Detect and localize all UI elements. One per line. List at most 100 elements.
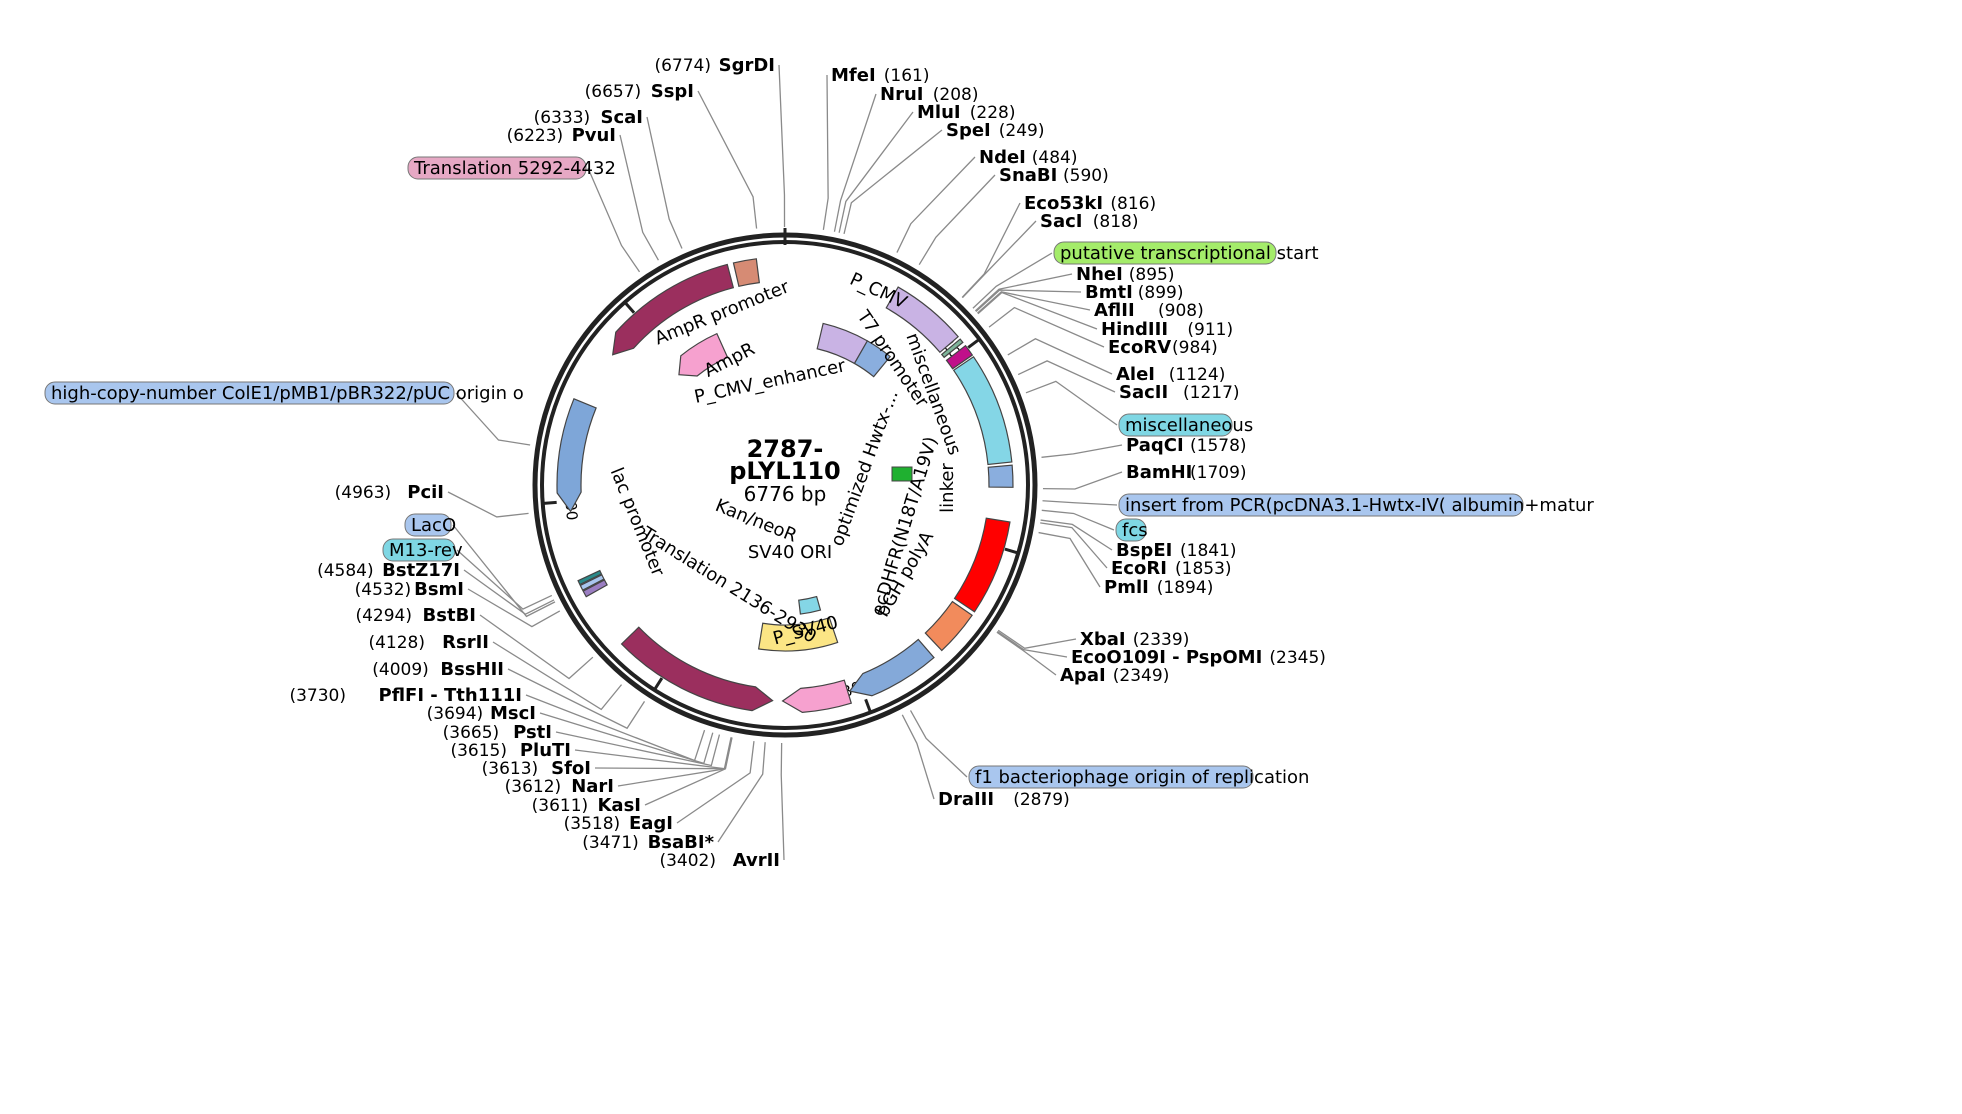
enzyme-site[interactable]: BsaBI*(3471)	[582, 832, 714, 853]
enzyme-name[interactable]: EcoRI	[1111, 558, 1167, 579]
enzyme-name[interactable]: PstI	[513, 722, 552, 743]
enzyme-name[interactable]: BstBI	[423, 605, 476, 626]
enzyme-name[interactable]: HindIII	[1101, 319, 1168, 340]
enzyme-name[interactable]: MfeI	[831, 65, 876, 86]
enzyme-name[interactable]: AflII	[1094, 300, 1135, 321]
enzyme-site[interactable]: DraIII(2879)	[938, 789, 1070, 810]
enzyme-site[interactable]: NheI(895)	[1076, 264, 1175, 285]
enzyme-name[interactable]: PmlI	[1104, 577, 1149, 598]
enzyme-name[interactable]: SfoI	[551, 758, 591, 779]
leader-line	[447, 491, 529, 518]
enzyme-name[interactable]: NarI	[571, 776, 614, 797]
enzyme-name[interactable]: BsaBI*	[648, 832, 715, 853]
enzyme-name[interactable]: DraIII	[938, 789, 994, 810]
enzyme-name[interactable]: SspI	[651, 81, 694, 102]
enzyme-name[interactable]: AvrII	[733, 850, 780, 871]
enzyme-name[interactable]: NdeI	[979, 147, 1026, 168]
enzyme-site[interactable]: AflII(908)	[1094, 300, 1204, 321]
enzyme-site[interactable]: MscI(3694)	[427, 703, 536, 724]
enzyme-site[interactable]: EcoO109I - PspOMI(2345)	[1071, 647, 1326, 668]
enzyme-site[interactable]: EcoRV(984)	[1108, 337, 1218, 358]
enzyme-name[interactable]: SacI	[1040, 211, 1082, 232]
enzyme-site[interactable]: SpeI(249)	[946, 120, 1045, 141]
enzyme-name[interactable]: MscI	[490, 703, 536, 724]
enzyme-site[interactable]: RsrII(4128)	[368, 632, 489, 653]
enzyme-site[interactable]: ScaI(6333)	[534, 107, 643, 128]
enzyme-name[interactable]: SgrDI	[719, 55, 775, 76]
enzyme-name[interactable]: PflFI - Tth111I	[379, 685, 523, 706]
enzyme-name[interactable]: BssHII	[440, 659, 504, 680]
enzyme-name[interactable]: AleI	[1116, 364, 1155, 385]
enzyme-site[interactable]: PmlI(1894)	[1104, 577, 1213, 598]
feature-pill[interactable]: M13-rev	[382, 538, 463, 562]
enzyme-site[interactable]: NdeI(484)	[979, 147, 1078, 168]
enzyme-site[interactable]: BsmI(4532)	[355, 579, 464, 600]
feature-pill[interactable]: f1 bacteriophage origin of replication	[968, 765, 1309, 789]
enzyme-site[interactable]: HindIII(911)	[1101, 319, 1233, 340]
enzyme-name[interactable]: EcoO109I - PspOMI	[1071, 647, 1262, 668]
enzyme-site[interactable]: MfeI(161)	[831, 65, 930, 86]
enzyme-name[interactable]: KasI	[597, 795, 641, 816]
enzyme-site[interactable]: BamHI(1709)	[1126, 462, 1247, 483]
enzyme-site[interactable]: PflFI - Tth111I(3730)	[289, 685, 522, 706]
enzyme-site[interactable]: PluTI(3615)	[450, 740, 571, 761]
enzyme-site[interactable]: Eco53kI(816)	[1024, 193, 1156, 214]
enzyme-site[interactable]: KasI(3611)	[532, 795, 641, 816]
leader-line	[492, 641, 623, 711]
enzyme-name[interactable]: RsrII	[442, 632, 489, 653]
enzyme-site[interactable]: BssHII(4009)	[372, 659, 504, 680]
enzyme-name[interactable]: PaqCI	[1126, 435, 1184, 456]
enzyme-name[interactable]: EagI	[629, 813, 673, 834]
enzyme-site[interactable]: SacII(1217)	[1119, 382, 1240, 403]
enzyme-name[interactable]: NheI	[1076, 264, 1123, 285]
enzyme-site[interactable]: SspI(6657)	[585, 81, 694, 102]
enzyme-site[interactable]: SnaBI(590)	[999, 165, 1109, 186]
enzyme-name[interactable]: NruI	[880, 84, 923, 105]
feature-pill[interactable]: Translation 5292-4432	[407, 156, 616, 180]
feature-pill[interactable]: putative transcriptional start	[1053, 241, 1319, 265]
enzyme-site[interactable]: SgrDI(6774)	[654, 55, 775, 76]
enzyme-site[interactable]: MluI(228)	[917, 102, 1016, 123]
enzyme-site[interactable]: AleI(1124)	[1116, 364, 1225, 385]
enzyme-site[interactable]: BstBI(4294)	[355, 605, 476, 626]
enzyme-name[interactable]: ScaI	[601, 107, 643, 128]
enzyme-name[interactable]: SpeI	[946, 120, 991, 141]
enzyme-site[interactable]: XbaI(2339)	[1080, 629, 1189, 650]
feature-pill[interactable]: miscellaneous	[1118, 413, 1253, 437]
enzyme-site[interactable]: PaqCI(1578)	[1126, 435, 1247, 456]
enzyme-site[interactable]: ApaI(2349)	[1060, 665, 1169, 686]
enzyme-site[interactable]: BmtI(899)	[1085, 282, 1184, 303]
enzyme-name[interactable]: BmtI	[1085, 282, 1133, 303]
enzyme-name[interactable]: XbaI	[1080, 629, 1126, 650]
enzyme-site[interactable]: NarI(3612)	[505, 776, 614, 797]
enzyme-position: (1709)	[1190, 463, 1247, 483]
enzyme-name[interactable]: PvuI	[572, 125, 616, 146]
enzyme-site[interactable]: PvuI(6223)	[507, 125, 616, 146]
enzyme-name[interactable]: BamHI	[1126, 462, 1192, 483]
enzyme-name[interactable]: Eco53kI	[1024, 193, 1103, 214]
enzyme-name[interactable]: SnaBI	[999, 165, 1057, 186]
enzyme-site[interactable]: PstI(3665)	[443, 722, 552, 743]
enzyme-name[interactable]: EcoRV	[1108, 337, 1171, 358]
feature-pill[interactable]: high-copy-number ColE1/pMB1/pBR322/pUC o…	[44, 381, 524, 405]
enzyme-name[interactable]: BstZ17I	[382, 560, 460, 581]
feature-pill[interactable]: LacO	[404, 513, 456, 537]
feature-pill[interactable]: insert from PCR(pcDNA3.1-Hwtx-IV( albumi…	[1118, 493, 1594, 517]
enzyme-name[interactable]: MluI	[917, 102, 961, 123]
enzyme-site[interactable]: SacI(818)	[1040, 211, 1139, 232]
enzyme-site[interactable]: EcoRI(1853)	[1111, 558, 1232, 579]
enzyme-site[interactable]: BstZ17I(4584)	[317, 560, 460, 581]
enzyme-site[interactable]: PciI(4963)	[335, 482, 444, 503]
enzyme-site[interactable]: AvrII(3402)	[659, 850, 780, 871]
enzyme-name[interactable]: BsmI	[414, 579, 464, 600]
enzyme-site[interactable]: NruI(208)	[880, 84, 979, 105]
enzyme-name[interactable]: PciI	[407, 482, 444, 503]
enzyme-name[interactable]: PluTI	[520, 740, 571, 761]
enzyme-name[interactable]: BspEI	[1116, 540, 1172, 561]
enzyme-site[interactable]: SfoI(3613)	[482, 758, 591, 779]
feature-pill[interactable]: fcs	[1115, 518, 1148, 542]
enzyme-site[interactable]: BspEI(1841)	[1116, 540, 1237, 561]
enzyme-site[interactable]: EagI(3518)	[564, 813, 673, 834]
enzyme-name[interactable]: ApaI	[1060, 665, 1106, 686]
enzyme-name[interactable]: SacII	[1119, 382, 1168, 403]
